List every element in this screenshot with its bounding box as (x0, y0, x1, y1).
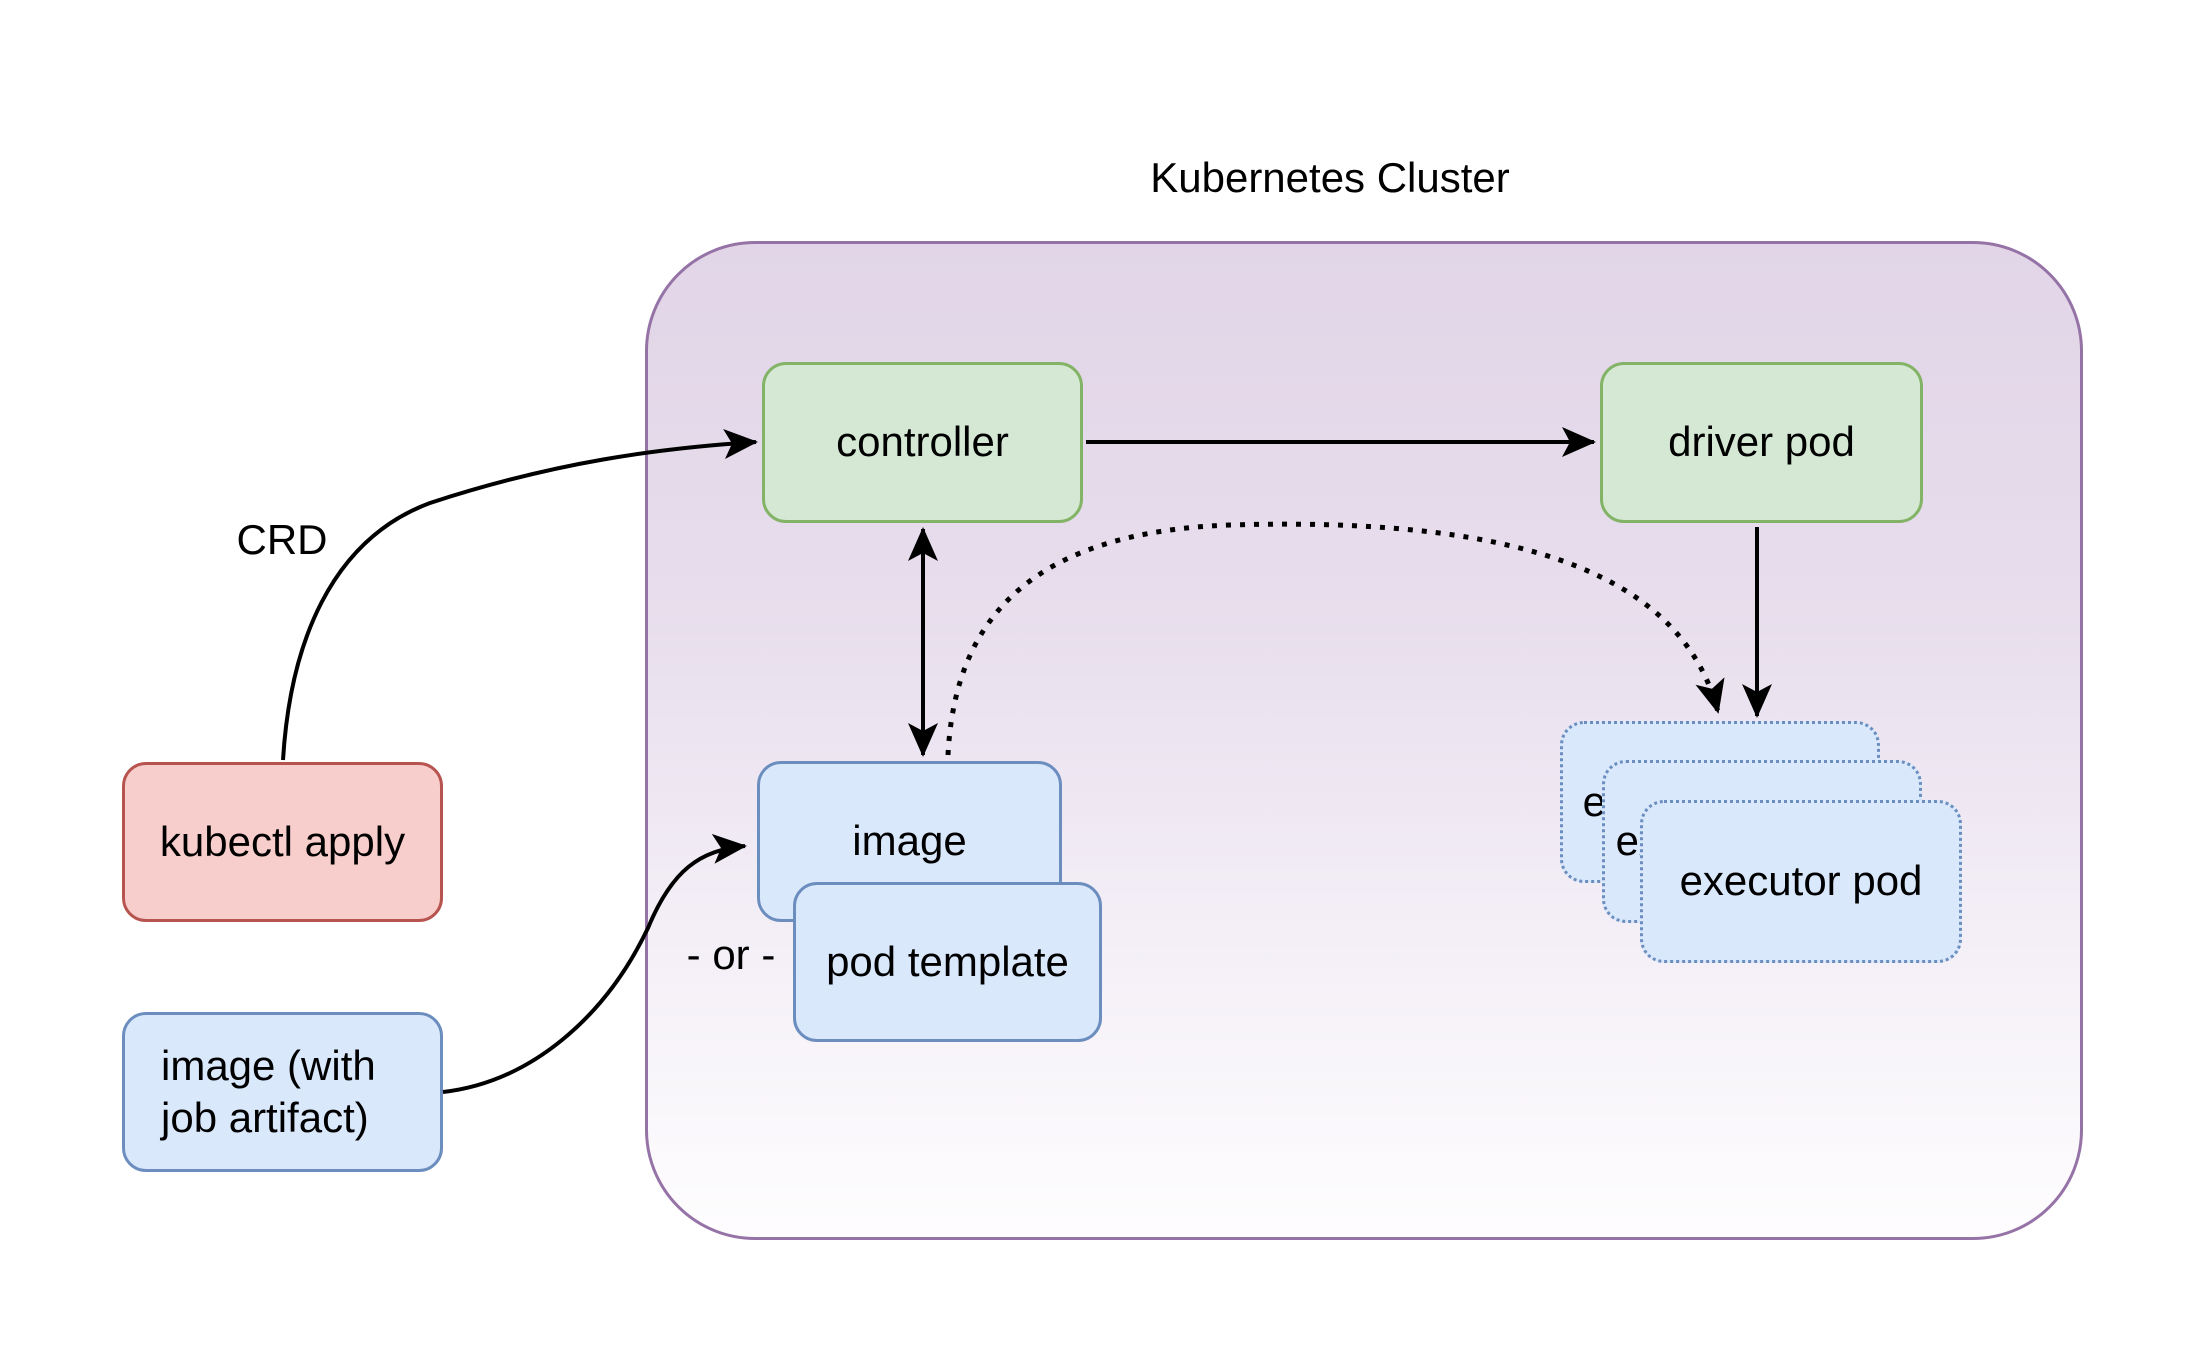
controller-label: controller (836, 418, 1009, 466)
pod-template-label: pod template (826, 937, 1069, 985)
node-controller: controller (762, 362, 1083, 523)
image-with-job-artifact-label: image (with job artifact) (161, 1040, 376, 1144)
image-with-job-artifact-line2: job artifact) (161, 1094, 369, 1141)
node-executor-pod-front: executor pod (1640, 800, 1962, 963)
executor-pod-label: executor pod (1679, 857, 1923, 905)
kubectl-apply-label: kubectl apply (159, 817, 406, 865)
image-with-job-artifact-line1: image (with (161, 1042, 376, 1089)
image-label: image (852, 817, 967, 865)
driver-pod-label: driver pod (1668, 418, 1855, 466)
node-image-with-job-artifact: image (with job artifact) (122, 1012, 443, 1172)
node-pod-template: pod template (793, 882, 1102, 1042)
node-driver-pod: driver pod (1600, 362, 1923, 523)
crd-edge-label: CRD (236, 516, 328, 563)
node-kubectl-apply: kubectl apply (122, 762, 443, 922)
diagram-title: Kubernetes Cluster (1150, 154, 1510, 201)
or-separator-label: - or - (686, 931, 776, 978)
